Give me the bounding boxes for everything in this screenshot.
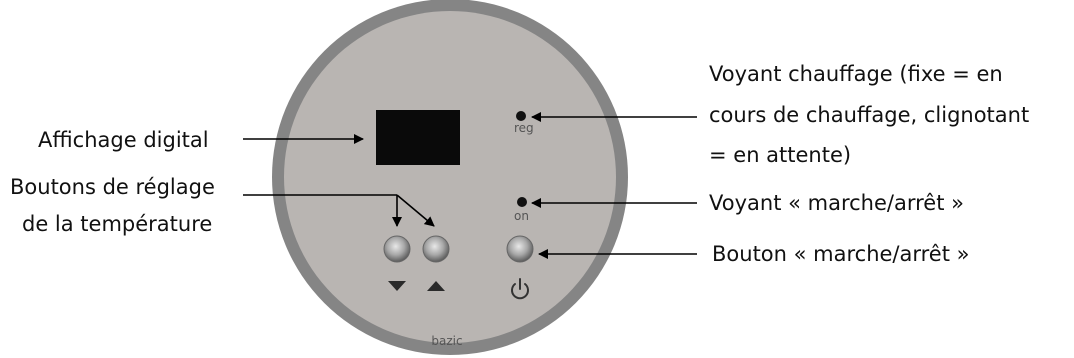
- reg-label: reg: [514, 121, 534, 135]
- reg-led: [516, 111, 526, 121]
- brand-logo: bazic: [431, 334, 462, 348]
- on-led: [517, 197, 527, 207]
- power-icon: [511, 278, 529, 300]
- label-voyant-marche: Voyant « marche/arrêt »: [709, 191, 964, 215]
- label-affichage: Affichage digital: [38, 128, 209, 152]
- label-voyant-chauffage-3: = en attente): [709, 143, 851, 167]
- panel-face: [284, 11, 616, 343]
- on-label: on: [514, 209, 529, 223]
- temp-up-button[interactable]: [422, 235, 450, 263]
- label-voyant-chauffage-2: cours de chauffage, clignotant: [709, 103, 1029, 127]
- digital-display: [376, 110, 460, 165]
- power-button[interactable]: [506, 235, 534, 263]
- down-arrow-icon: [388, 281, 406, 291]
- temp-down-button[interactable]: [383, 235, 411, 263]
- up-arrow-icon: [427, 281, 445, 291]
- label-boutons-reglage-2: de la température: [22, 212, 212, 236]
- label-voyant-chauffage-1: Voyant chauffage (fixe = en: [709, 62, 1003, 86]
- callout-boutons-reglage: [243, 194, 435, 227]
- label-bouton-marche: Bouton « marche/arrêt »: [712, 242, 970, 266]
- label-boutons-reglage-1: Boutons de réglage: [10, 175, 215, 199]
